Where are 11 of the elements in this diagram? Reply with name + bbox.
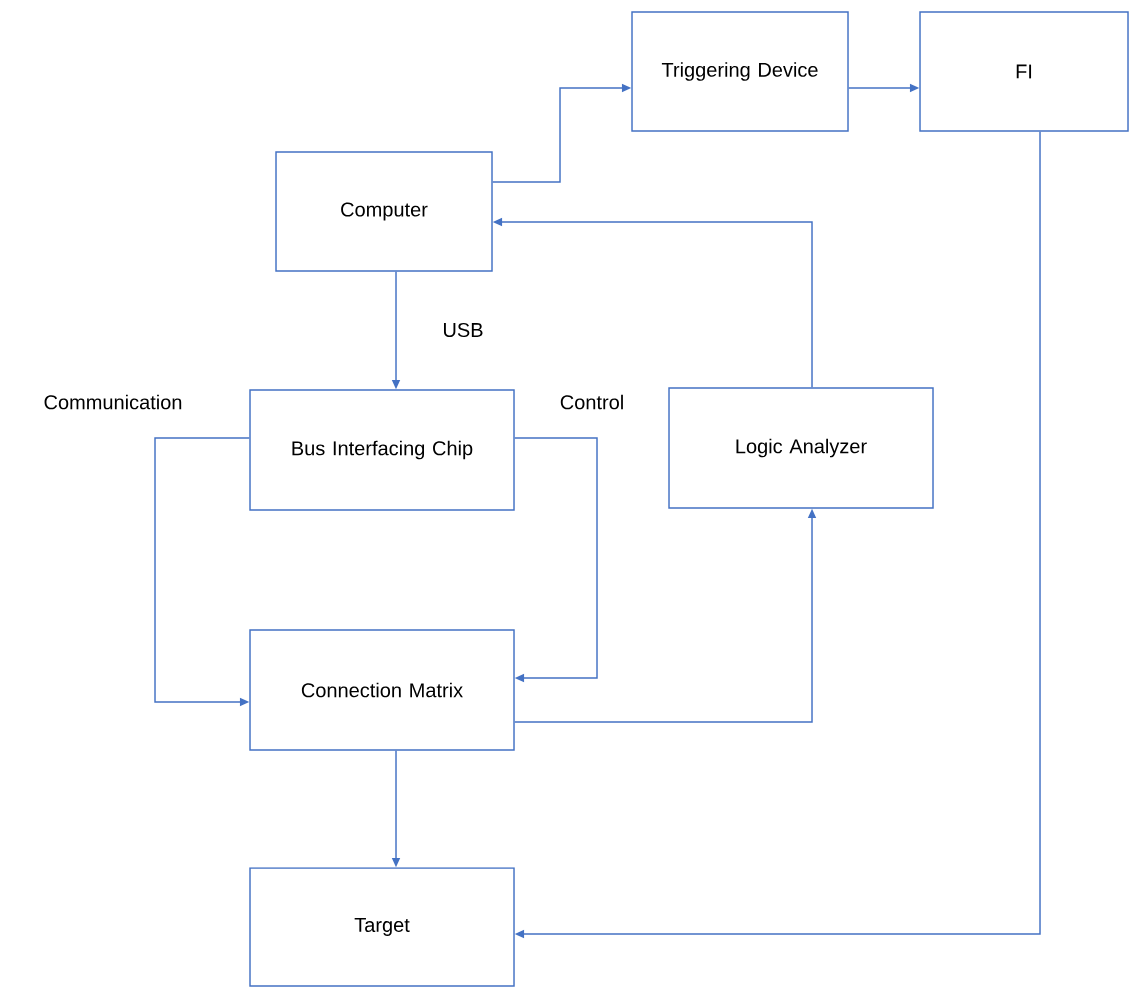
process-box: Triggering Device bbox=[631, 11, 849, 132]
process-box: Target bbox=[249, 867, 515, 987]
arrow bbox=[514, 437, 598, 683]
process-box: FI bbox=[919, 11, 1129, 132]
process-box: Computer bbox=[275, 151, 493, 272]
process-box: Logic Analyzer bbox=[668, 387, 934, 509]
edge-label: USB bbox=[441, 321, 485, 339]
edge-label: Control bbox=[558, 393, 626, 411]
process-box: Bus Interfacing Chip bbox=[249, 389, 515, 511]
edge-label: Communication bbox=[42, 393, 184, 411]
process-box: Connection Matrix bbox=[249, 629, 515, 751]
